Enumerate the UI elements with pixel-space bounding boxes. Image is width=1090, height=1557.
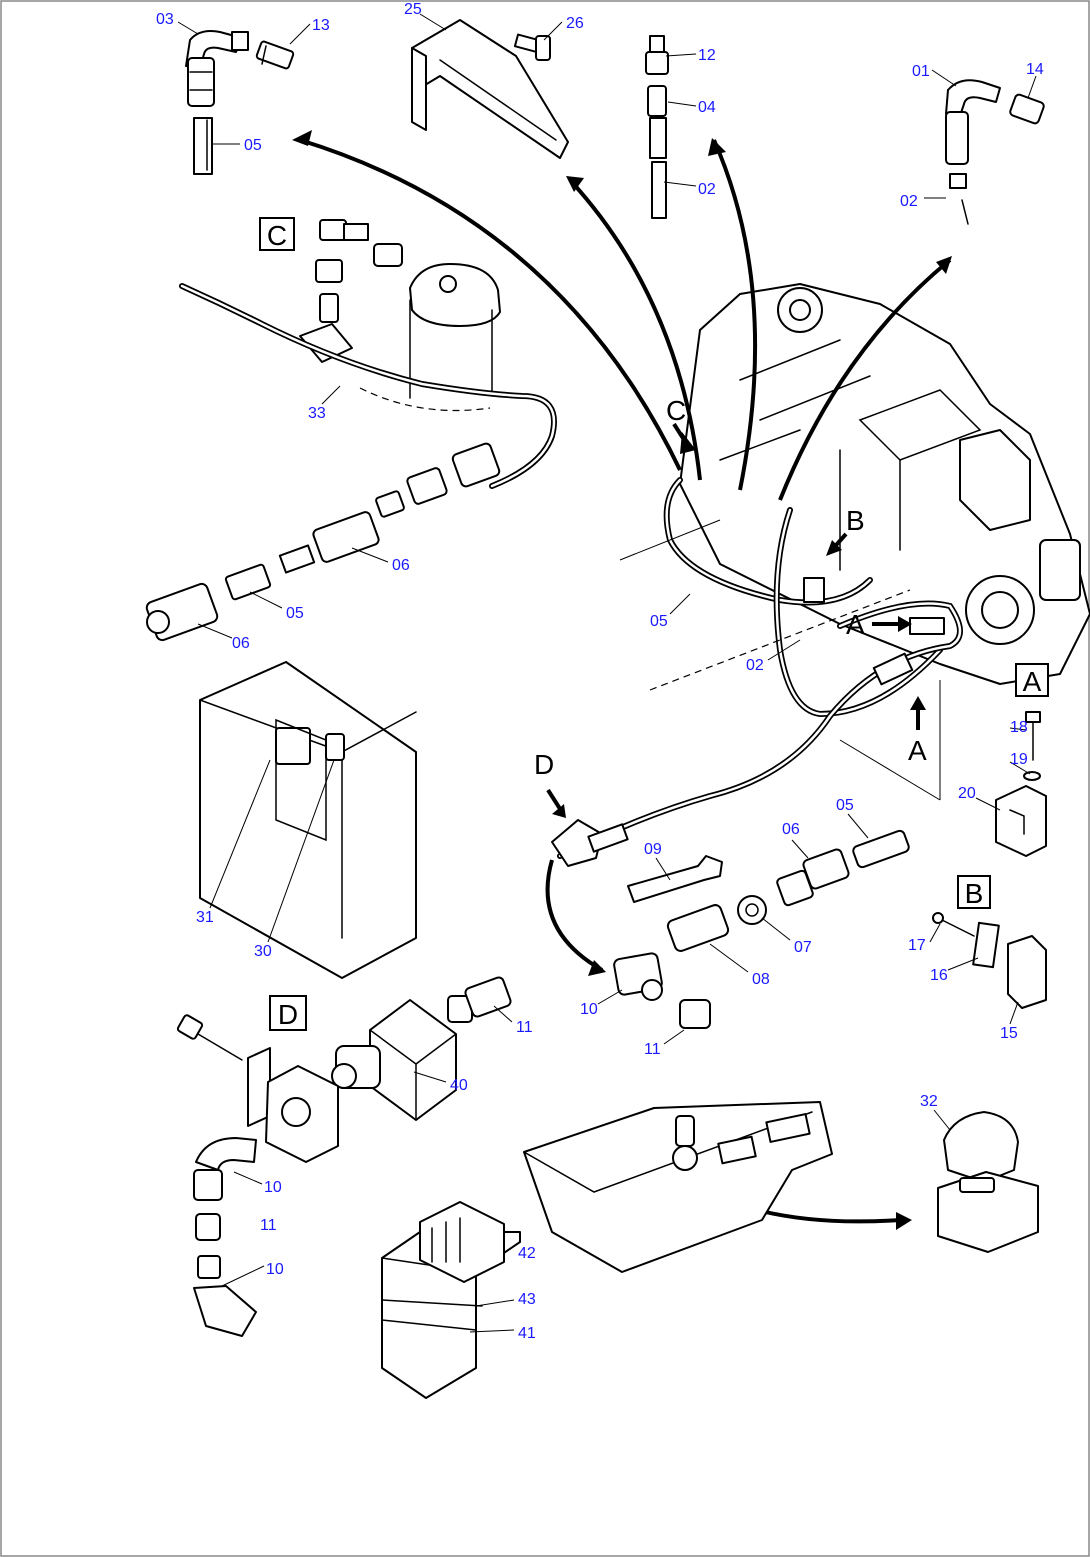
view-c-box <box>259 217 295 251</box>
pointer-d-label: D <box>534 749 554 780</box>
callout-07: 07 <box>794 939 812 956</box>
view-a-box <box>1015 663 1049 697</box>
callout-02-engine: 02 <box>746 657 764 674</box>
leader-lines <box>177 13 1037 1333</box>
bolt-18-washer-19-clamp-20 <box>995 711 1047 857</box>
adapter-11-d <box>447 976 512 1023</box>
callout-11-mid: 11 <box>644 1041 661 1058</box>
adapter-13 <box>255 40 295 70</box>
rocker-switch-32 <box>937 1111 1039 1253</box>
arrow-to-fitting-12 <box>712 139 758 491</box>
callout-05-engine: 05 <box>650 613 668 630</box>
callout-40: 40 <box>450 1077 468 1094</box>
adapter-11 <box>679 999 711 1029</box>
callout-02-top: 02 <box>698 181 716 198</box>
callout-05-low: 05 <box>836 797 854 814</box>
elbow-fitting-01 <box>945 79 1001 225</box>
pointer-a2-label: A <box>908 735 927 766</box>
callout-02-right: 02 <box>900 193 918 210</box>
dashboard-panel <box>523 1101 833 1273</box>
callout-33: 33 <box>308 405 326 422</box>
callout-05-top: 05 <box>244 137 262 154</box>
view-b-label: B <box>965 878 984 909</box>
callout-06-left: 06 <box>232 635 250 652</box>
callout-06-mid: 06 <box>392 557 410 574</box>
callout-16: 16 <box>930 967 948 984</box>
arrow-to-bracket <box>568 178 702 481</box>
callout-30: 30 <box>254 943 272 960</box>
callout-01: 01 <box>912 63 930 80</box>
view-b-box <box>957 875 991 909</box>
callout-09: 09 <box>644 841 662 858</box>
callout-04: 04 <box>698 99 716 116</box>
arrow-to-fitting-01 <box>778 258 952 501</box>
fitting-group-06-05 <box>613 829 910 1029</box>
tee-08 <box>666 904 730 952</box>
callout-18: 18 <box>1010 719 1028 736</box>
callout-10-d-bottom: 10 <box>266 1261 284 1278</box>
view-d-box <box>269 995 307 1031</box>
sender-c-assembly <box>299 219 403 363</box>
bracket-25 <box>411 19 569 159</box>
bolt-26 <box>513 33 551 61</box>
fitting-chain-10-11-10 <box>193 1137 257 1337</box>
callout-42: 42 <box>518 1245 536 1262</box>
nut-07 <box>737 895 767 925</box>
callout-10-mid: 10 <box>580 1001 598 1018</box>
inline-fittings <box>145 442 501 642</box>
callout-32: 32 <box>920 1093 938 1110</box>
callout-15: 15 <box>1000 1025 1018 1042</box>
clamp-a <box>909 617 945 635</box>
arrow-to-top-left <box>299 138 682 471</box>
callout-11-d-low: 11 <box>260 1217 277 1234</box>
elbow-fitting-03 <box>185 30 249 107</box>
view-d-label: D <box>278 999 298 1030</box>
callout-08: 08 <box>752 971 770 988</box>
pointer-b-label: B <box>846 505 865 536</box>
callout-06-low: 06 <box>782 821 800 838</box>
callout-10-d-top: 10 <box>264 1179 282 1196</box>
view-c-label: C <box>267 220 287 251</box>
pointer-c-label: C <box>666 395 686 426</box>
clamp-16-bolt-17-part-15 <box>932 912 1047 1009</box>
wrench-09 <box>627 855 723 903</box>
callout-20: 20 <box>958 785 976 802</box>
clamp-a2 <box>872 652 914 686</box>
electrical-cabinet <box>199 661 417 979</box>
view-a-label: A <box>1023 666 1042 697</box>
relay-box-41-42-43 <box>381 1201 521 1399</box>
relay-30 <box>325 733 345 761</box>
callout-13: 13 <box>312 17 330 34</box>
union-06 <box>312 511 380 563</box>
callout-25: 25 <box>404 1 422 18</box>
callout-11-d: 11 <box>516 1019 533 1036</box>
callout-19: 19 <box>1010 751 1028 768</box>
callout-14: 14 <box>1026 61 1044 78</box>
relay-31 <box>275 727 311 765</box>
callout-12: 12 <box>698 47 716 64</box>
callout-03: 03 <box>156 11 174 28</box>
callout-43: 43 <box>518 1291 536 1308</box>
mounting-plate-d <box>247 1047 339 1163</box>
callout-numbers: 03 13 05 25 26 12 04 02 01 14 02 33 06 0… <box>156 1 1044 1342</box>
callout-05-mid: 05 <box>286 605 304 622</box>
callout-26: 26 <box>566 15 584 32</box>
pointer-c <box>672 422 690 448</box>
sender-d <box>551 819 629 867</box>
callout-17: 17 <box>908 937 926 954</box>
bolt-d <box>176 1014 243 1061</box>
fitting-stack-12-04 <box>645 35 669 219</box>
pointer-a1-label: A <box>846 609 865 640</box>
engine-block <box>679 283 1090 685</box>
arrow-to-fitting-10 <box>545 859 603 972</box>
callout-41: 41 <box>518 1325 536 1342</box>
solenoid-valve-40 <box>331 999 457 1121</box>
callout-31: 31 <box>196 909 214 926</box>
hose-05-top <box>193 117 213 175</box>
clamp-b <box>803 577 825 603</box>
adapter-14 <box>1009 93 1045 125</box>
